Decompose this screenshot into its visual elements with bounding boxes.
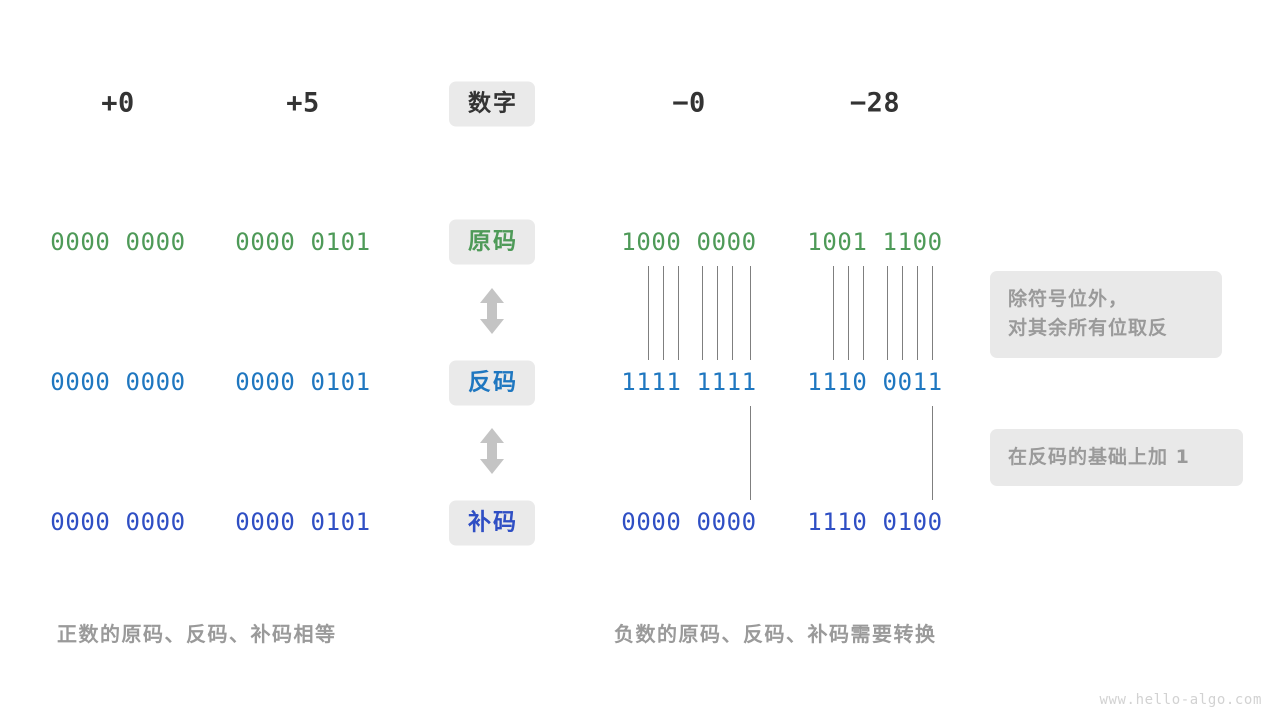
watermark: www.hello-algo.com [1099,692,1262,708]
connector-line [717,266,718,360]
sign-magnitude-value-neg-twentyeight: 1001 1100 [807,228,943,256]
connector-line [848,266,849,360]
note-add-one: 在反码的基础上加 1 [990,429,1243,487]
sign-magnitude-value-pos-zero: 0000 0000 [50,228,186,256]
ones-complement-value-pos-five: 0000 0101 [235,368,371,396]
connector-line [750,266,751,360]
sign-magnitude-value-pos-five: 0000 0101 [235,228,371,256]
column-header-pos-zero: +0 [101,87,135,119]
connector-line [863,266,864,360]
twos-complement-value-neg-zero: 0000 0000 [621,508,757,536]
connector-line [932,266,933,360]
connector-line [678,266,679,360]
column-header-neg-twentyeight: −28 [849,87,901,119]
twos-complement-value-pos-zero: 0000 0000 [50,508,186,536]
row-label-ones-complement: 反码 [449,360,535,406]
connector-line [663,266,664,360]
ones-complement-to-twos-complement-arrow-icon [477,426,507,480]
caption-positive-numbers: 正数的原码、反码、补码相等 [57,622,337,646]
note-invert-bits: 除符号位外， 对其余所有位取反 [990,271,1222,358]
row-label-sign-magnitude: 原码 [449,219,535,265]
ones-complement-value-neg-zero: 1111 1111 [621,368,757,396]
column-header-neg-zero: −0 [672,87,706,119]
connector-line [902,266,903,360]
connector-line-neg-twentyeight-lsb [932,406,933,500]
row-label-number: 数字 [449,81,535,127]
ones-complement-value-neg-twentyeight: 1110 0011 [807,368,943,396]
sign-magnitude-value-neg-zero: 1000 0000 [621,228,757,256]
connector-line [732,266,733,360]
connector-line [648,266,649,360]
column-header-pos-five: +5 [286,87,320,119]
connector-line [917,266,918,360]
sign-magnitude-to-ones-complement-arrow-icon [477,286,507,340]
twos-complement-value-neg-twentyeight: 1110 0100 [807,508,943,536]
connector-line [833,266,834,360]
connector-line-neg-zero-lsb [750,406,751,500]
ones-complement-value-pos-zero: 0000 0000 [50,368,186,396]
caption-negative-numbers: 负数的原码、反码、补码需要转换 [614,622,937,646]
connector-line [887,266,888,360]
twos-complement-value-pos-five: 0000 0101 [235,508,371,536]
row-label-twos-complement: 补码 [449,500,535,546]
connector-line [702,266,703,360]
